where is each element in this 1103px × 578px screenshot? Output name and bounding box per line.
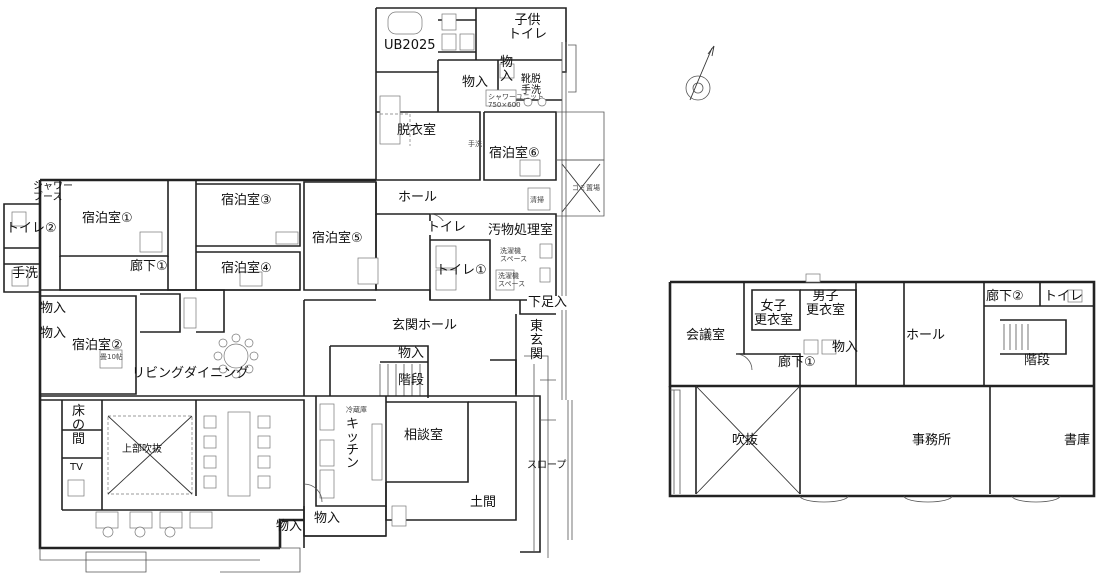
guest-room-2-label: 宿泊室② (72, 338, 123, 353)
tatami-note: 畳10帖 (100, 353, 123, 361)
men-locker-label: 男子 更衣室 (806, 289, 846, 318)
living-dining-label: リビングダイニング (132, 366, 250, 381)
slope-label: スロープ (527, 460, 567, 471)
guest-room-4-label: 宿泊室④ (221, 261, 272, 276)
hall-2f-label: ホール (906, 328, 946, 343)
archive-label: 書庫 (1064, 433, 1091, 448)
tokonoma-label: 床 の 間 (72, 404, 86, 447)
handwash-label: 手洗 (12, 266, 39, 281)
consultation-room-label: 相談室 (404, 428, 444, 443)
corridor-2-label: 廊下② (986, 289, 1024, 304)
women-locker-label: 女子 更衣室 (754, 299, 794, 328)
stairs-1f-label: 階段 (398, 373, 425, 388)
upper-floor-walls (668, 273, 1096, 503)
tv-label: TV (70, 462, 83, 473)
shower-unit-note: シャワーユニット 750×600 (488, 93, 544, 109)
shoe-cabinet-label: 下足入 (527, 295, 569, 310)
washer-note-2: 洗濯機 スペース (498, 272, 526, 288)
storage-left-1-label: 物入 (40, 301, 67, 316)
earthen-floor-label: 土間 (470, 495, 497, 510)
void-label: 吹抜 (732, 433, 759, 448)
kids-toilet-label: 子供 トイレ (508, 13, 548, 42)
toilet-1-label: トイレ① (436, 263, 487, 278)
unit-bath-label: UB2025 (384, 38, 436, 53)
shower-booth-label: シャワー ブース (33, 181, 73, 203)
meeting-room-label: 会議室 (686, 328, 726, 343)
stairs-2f-label: 階段 (1024, 353, 1051, 368)
washer-note-1: 洗濯機 スペース (500, 247, 528, 263)
storage-bath-label: 物 入 (500, 55, 514, 84)
guest-room-3-label: 宿泊室③ (221, 193, 272, 208)
east-entrance-label: 東 玄 関 (530, 319, 544, 362)
soil-room-label: 汚物処理室 (488, 223, 554, 238)
storage-left-2-label: 物入 (40, 326, 67, 341)
entrance-hall-label: 玄関ホール (392, 318, 458, 333)
handwash-note: 手洗 (468, 140, 482, 148)
toilet-2f-label: トイレ (1044, 289, 1084, 304)
guest-room-1-label: 宿泊室① (82, 211, 133, 226)
dressing-room-label: 脱衣室 (397, 123, 437, 138)
storage-bottom-1-label: 物入 (276, 519, 303, 534)
toilet-2-label: トイレ② (6, 221, 57, 236)
kitchen-label: キッチン (346, 417, 360, 471)
office-label: 事務所 (912, 433, 952, 448)
void-above-label: 上部吹抜 (122, 444, 162, 455)
storage-stair-label: 物入 (398, 346, 425, 361)
storage-upper-label: 物入 (462, 75, 489, 90)
cleaning-note: 清掃 (530, 196, 544, 204)
toilet-mid-label: トイレ (426, 220, 468, 235)
fridge-note: 冷蔵庫 (346, 406, 367, 414)
shoe-wash-label: 靴脱 手洗 (521, 74, 541, 96)
ground-floor-fixtures (11, 11, 556, 538)
garbage-note: ゴミ置場 (572, 184, 600, 192)
hall-1f-label: ホール (398, 190, 438, 205)
north-arrow (685, 45, 715, 101)
storage-bottom-2-label: 物入 (314, 511, 341, 526)
storage-2f-label: 物入 (832, 340, 859, 355)
guest-room-5-label: 宿泊室⑤ (312, 231, 363, 246)
corridor-1-label: 廊下① (130, 259, 168, 274)
guest-room-6-label: 宿泊室⑥ (489, 146, 540, 161)
corridor-1-2f-label: 廊下① (778, 355, 816, 370)
